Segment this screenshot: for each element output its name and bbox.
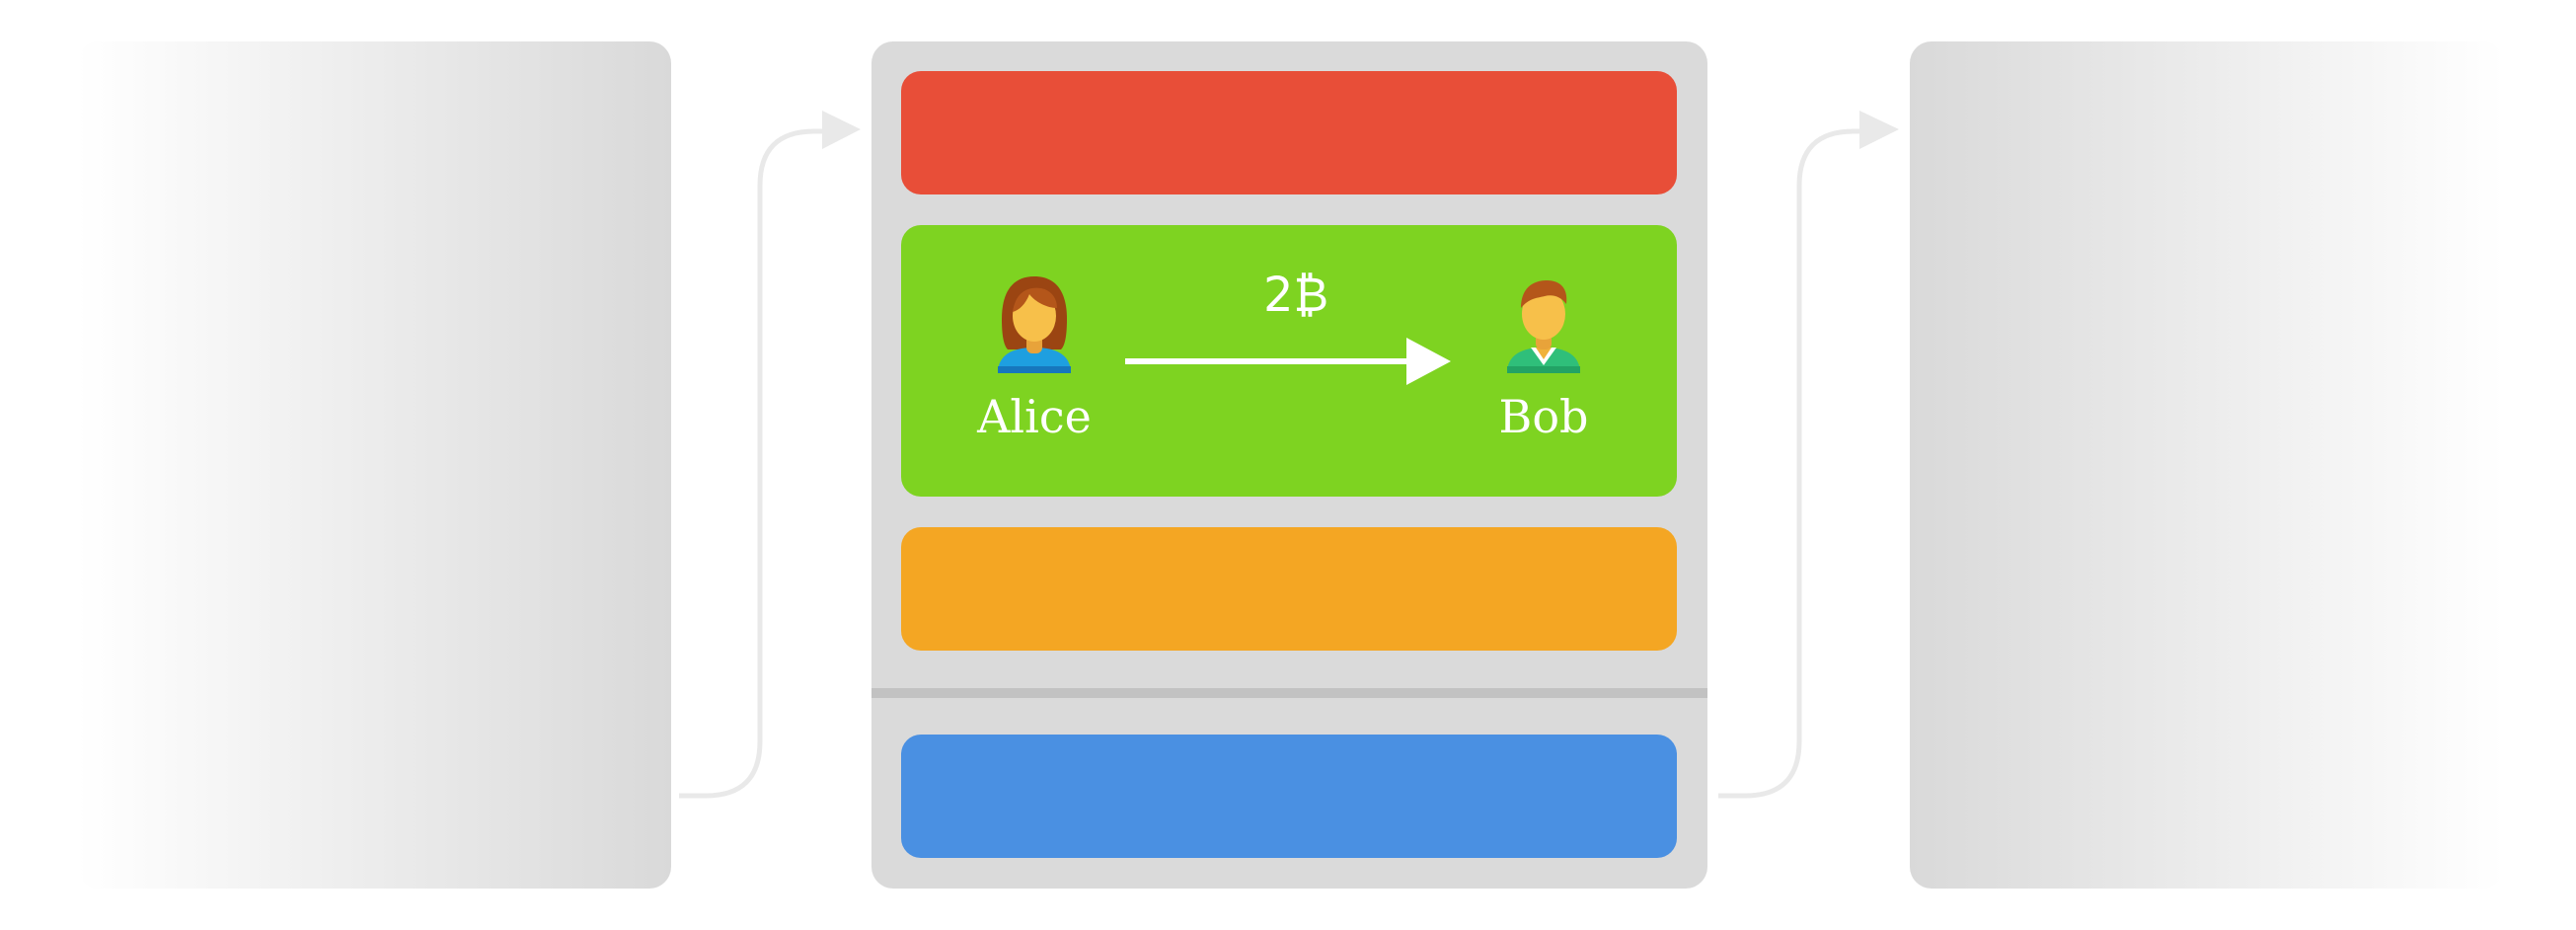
transaction-amount: 2₿ <box>1262 268 1329 323</box>
sender-name: Alice <box>977 390 1092 443</box>
woman-avatar-icon <box>998 276 1071 373</box>
block-layer-red <box>901 71 1677 194</box>
connector-arrow-left <box>679 128 824 799</box>
block-divider <box>871 688 1707 698</box>
man-avatar-icon <box>1507 280 1580 373</box>
current-block: Alice 2₿ Bob <box>871 41 1707 889</box>
arrow-head-right <box>1859 111 1899 149</box>
arrow-right-icon <box>1125 338 1451 385</box>
arrow-head-left <box>822 111 861 149</box>
block-layer-blue <box>901 735 1677 858</box>
connector-arrow-right <box>1718 128 1861 799</box>
block-layer-orange <box>901 527 1677 651</box>
receiver-name: Bob <box>1498 390 1589 443</box>
next-block <box>1910 41 2504 889</box>
previous-block <box>77 41 671 889</box>
transaction-layer: Alice 2₿ Bob <box>901 225 1677 497</box>
